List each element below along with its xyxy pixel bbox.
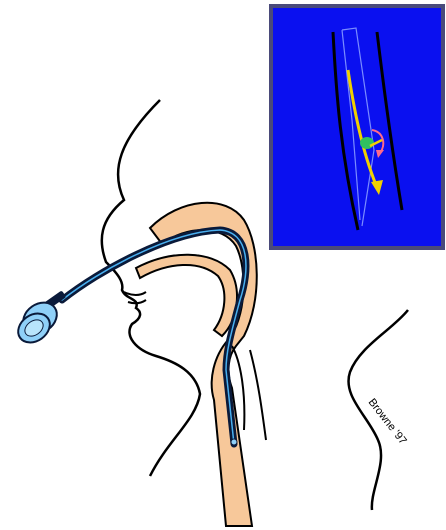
tube-connector [13, 290, 67, 348]
inset-frame [271, 6, 443, 248]
palate-tissue [136, 255, 237, 336]
inset-panel [271, 6, 443, 248]
head-profile-outline [102, 100, 200, 476]
inset-green-marker [360, 137, 374, 149]
tube-tip [231, 439, 237, 445]
artist-signature: Browne '97 [366, 396, 409, 446]
